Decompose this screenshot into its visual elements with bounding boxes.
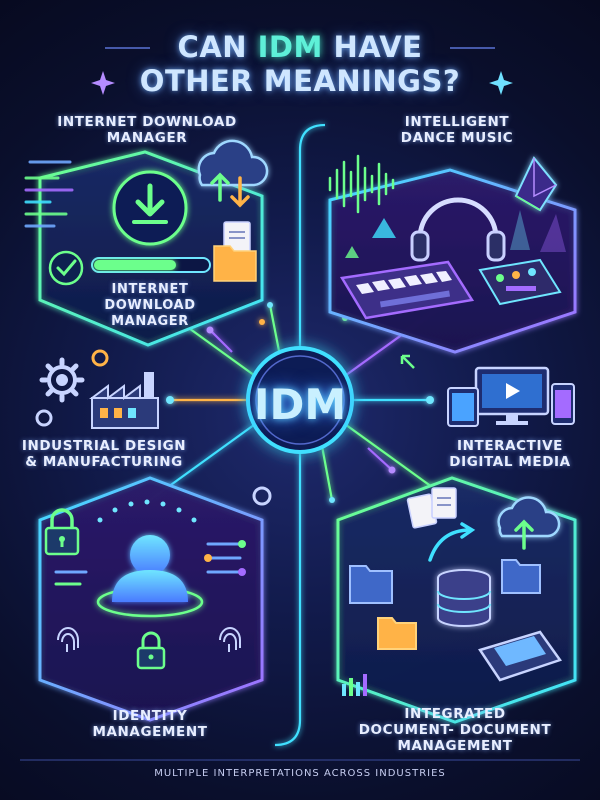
- document-icon: [406, 487, 457, 529]
- title-highlight: IDM: [257, 30, 323, 64]
- waveform-icon: [328, 154, 395, 214]
- padlock-bottom-icon: [136, 631, 166, 670]
- hex-integrated-document-management: [336, 476, 577, 724]
- monitor-icon: [474, 366, 550, 425]
- dotted-arc-decor: [97, 499, 197, 523]
- scanner-icon: [478, 630, 563, 682]
- crystal-icon: [514, 156, 558, 212]
- bar-chart-icon: [342, 674, 367, 696]
- phone-icon: [551, 383, 575, 425]
- factory-icon: [89, 372, 159, 429]
- label-internet-download-manager-inner: INTERNET DOWNLOAD MANAGER: [104, 282, 196, 329]
- small-gear-icon: [35, 349, 109, 427]
- gear-icon: [39, 357, 85, 403]
- download-icon: [112, 170, 188, 246]
- headphones-icon: [410, 197, 506, 262]
- folder-orange-icon: [377, 617, 417, 650]
- cursor-icon: [400, 354, 415, 369]
- database-icon: [437, 569, 491, 627]
- hex-identity-management: [38, 476, 272, 722]
- footer-caption: MULTIPLE INTERPRETATIONS ACROSS INDUSTRI…: [154, 768, 446, 779]
- stage-light-beams: [510, 210, 566, 252]
- folder-right-icon: [501, 559, 541, 594]
- user-icon: [96, 535, 204, 618]
- label-integrated-document: INTEGRATED DOCUMENT- DOCUMENT MANAGEMENT: [358, 706, 552, 754]
- hex-intelligent-dance-music: [328, 154, 577, 354]
- label-industrial-design: INDUSTRIAL DESIGN & MANUFACTURING: [21, 438, 187, 470]
- label-intelligent-dance-music: INTELLIGENT DANCE MUSIC: [400, 114, 514, 146]
- label-identity-management: IDENTITY MANAGEMENT: [92, 708, 208, 740]
- shapes-decor: [345, 218, 396, 258]
- mixer-icon: [478, 258, 562, 306]
- center-node: [246, 346, 354, 454]
- hex-internet-download-manager: [24, 139, 269, 347]
- fingerprint-right-icon: [219, 627, 241, 652]
- label-internet-download-manager: INTERNET DOWNLOAD MANAGER: [57, 114, 237, 146]
- tablet-icon: [447, 387, 479, 427]
- fingerprint-icon: [57, 627, 79, 652]
- title-line-1: CAN IDM HAVE: [177, 30, 423, 64]
- cloud-sync-icon: [197, 139, 269, 208]
- keyboard-icon: [339, 260, 475, 320]
- curved-arrow-icon: [428, 522, 476, 562]
- toggle-list-decor: [54, 540, 246, 586]
- title-line-2: OTHER MEANINGS?: [139, 64, 461, 98]
- check-badge-icon: [48, 250, 84, 286]
- progress-bar: [91, 257, 211, 273]
- sparkle-icon: [91, 71, 513, 95]
- padlock-icon: [44, 508, 80, 556]
- label-interactive-digital-media: INTERACTIVE DIGITAL MEDIA: [449, 438, 571, 470]
- cloud-upload-icon: [497, 496, 561, 550]
- center-label: IDM: [253, 380, 347, 429]
- small-gear-bottom-icon: [252, 486, 272, 506]
- folder-icon: [213, 221, 257, 282]
- folder-blue-icon: [349, 565, 393, 604]
